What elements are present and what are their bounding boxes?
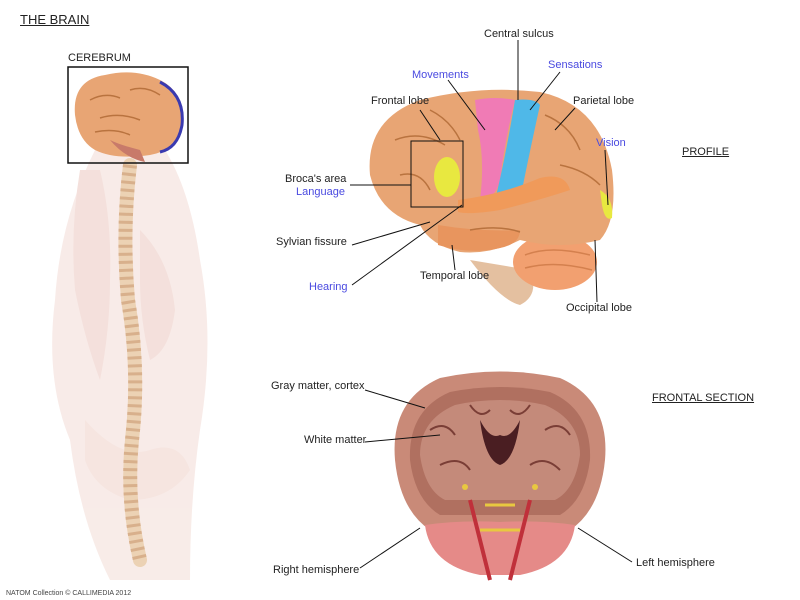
label-white-matter: White matter (304, 434, 367, 446)
label-parietal-lobe: Parietal lobe (573, 95, 635, 107)
profile-brain (369, 89, 614, 305)
label-hearing: Hearing (309, 281, 348, 293)
frontal-section-heading: FRONTAL SECTION (652, 392, 755, 404)
label-vision: Vision (596, 137, 626, 149)
frontal-section-brain (394, 371, 606, 581)
leader-lines (350, 40, 633, 569)
label-central-sulcus: Central sulcus (484, 28, 554, 40)
profile-heading: PROFILE (682, 146, 730, 158)
label-sylvian-fissure: Sylvian fissure (276, 236, 347, 248)
label-temporal-lobe: Temporal lobe (420, 270, 490, 282)
label-language: Language (296, 186, 345, 198)
label-left-hemisphere: Left hemisphere (636, 557, 715, 569)
cerebrum-label: CEREBRUM (68, 52, 131, 64)
cerebrum-small-brain (74, 72, 184, 162)
label-occipital-lobe: Occipital lobe (566, 302, 633, 314)
cerebrum-highlight-box (67, 66, 189, 164)
label-brocas-area: Broca's area (285, 173, 347, 185)
credit-line: NATOM Collection © CALLIMEDIA 2012 (6, 590, 132, 597)
label-movements: Movements (412, 69, 469, 81)
label-sensations: Sensations (548, 59, 603, 71)
spinal-column (118, 158, 147, 567)
brocas-area-box (410, 140, 464, 208)
page-title: THE BRAIN (20, 12, 90, 27)
label-frontal-lobe: Frontal lobe (371, 95, 430, 107)
label-gray-matter: Gray matter, cortex (271, 380, 365, 392)
label-right-hemisphere: Right hemisphere (273, 564, 360, 576)
